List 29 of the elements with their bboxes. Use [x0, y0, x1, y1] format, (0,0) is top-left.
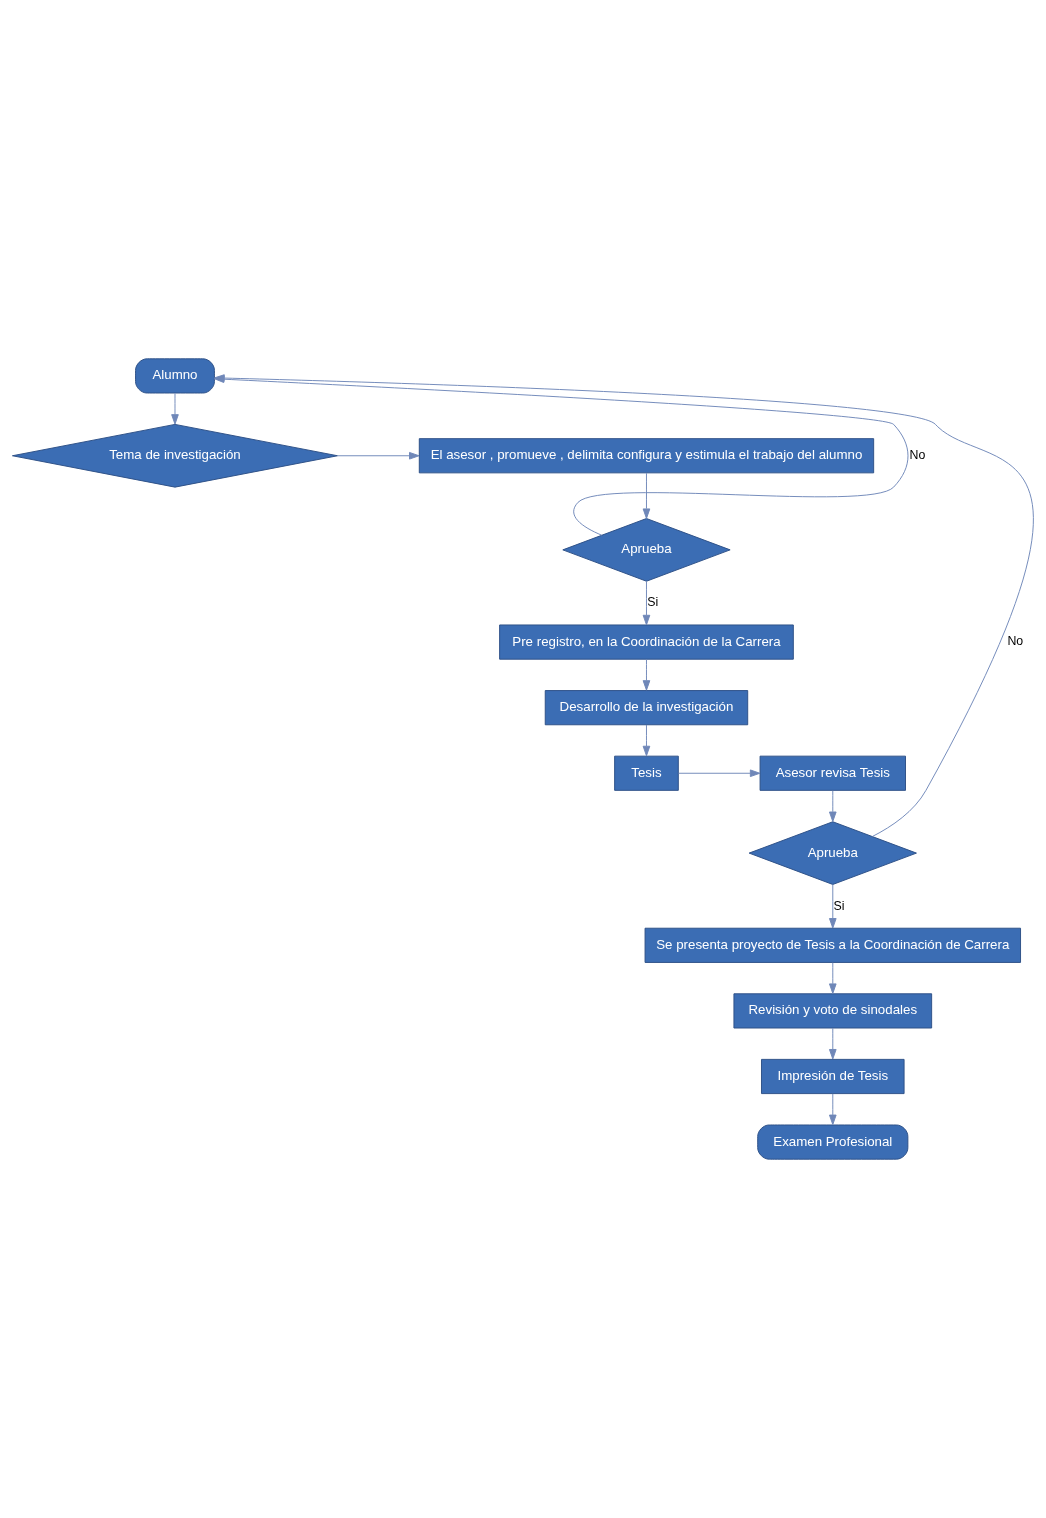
node-box: Impresión de Tesis	[761, 1058, 905, 1095]
edge-label: Si	[833, 898, 845, 913]
edge-label: Si	[647, 595, 659, 610]
node-box: Examen Profesional	[757, 1124, 909, 1160]
arrow	[829, 962, 837, 994]
node-diamond: Aprueba	[562, 518, 731, 582]
arrow	[829, 884, 837, 929]
edge-label: No	[909, 447, 926, 462]
arrow	[337, 451, 420, 460]
node-box: Alumno	[135, 358, 215, 394]
arrow	[642, 658, 651, 691]
node-diamond: Tema de investigación	[11, 423, 338, 488]
node-diamond: Aprueba	[748, 821, 917, 885]
edge-label: No	[1007, 634, 1024, 649]
arrow	[829, 790, 837, 822]
node-box: Pre registro, en la Coordinación de la Carrera	[499, 624, 794, 660]
node-box: Revisión y voto de sinodales	[733, 993, 933, 1029]
arrow	[642, 724, 651, 757]
node-box: Se presenta proyecto de Tesis a la Coordinación de Carrera	[644, 927, 1021, 963]
arrow	[642, 472, 651, 519]
node-box: El asesor , promueve , delimita configura y estimula el trabajo del alumno	[418, 438, 875, 474]
node-box: Asesor revisa Tesis	[759, 755, 906, 791]
arrow	[171, 392, 179, 425]
node-box: Tesis	[614, 755, 679, 791]
arrow	[678, 769, 761, 778]
node-box: Desarrollo de la investigación	[544, 690, 749, 726]
arrow	[829, 1093, 837, 1126]
arrow	[642, 580, 651, 626]
arrow	[829, 1027, 837, 1060]
